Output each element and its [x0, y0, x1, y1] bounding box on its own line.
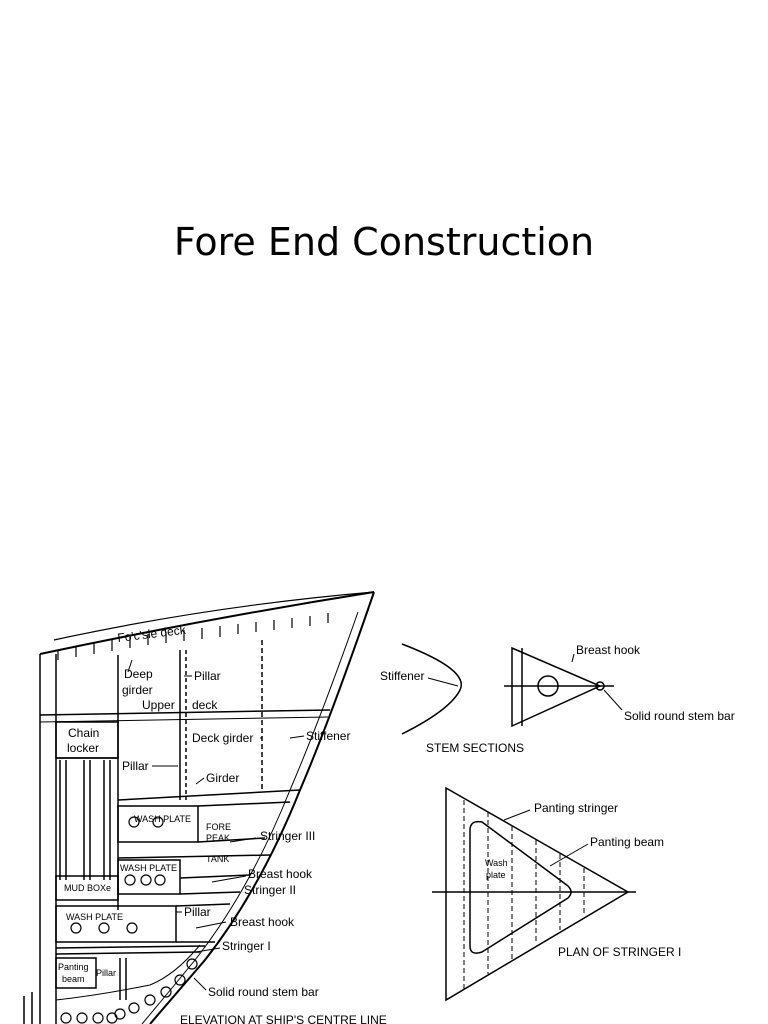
stem-sections-drawing: [401, 643, 623, 735]
upper-label: Upper: [142, 698, 175, 712]
chain-locker-label-1: Chain: [68, 726, 99, 740]
girder-label: Girder: [206, 771, 239, 785]
chain-locker-label-2: locker: [67, 741, 99, 755]
slide-title: Fore End Construction: [173, 220, 595, 264]
elevation-caption: ELEVATION AT SHIP'S CENTRE LINE: [180, 1013, 387, 1024]
plan-of-stringer-drawing: [432, 786, 636, 1002]
pillar-mid-label: Pillar: [122, 759, 149, 773]
stem-solid-round-stem-bar-label: Solid round stem bar: [624, 709, 735, 723]
panting-stringer-label: Panting stringer: [534, 801, 618, 815]
deck-label: deck: [192, 698, 218, 712]
deck-girder-label: Deck girder: [192, 731, 253, 745]
tank-label: TANK: [206, 854, 229, 864]
deep-girder-label-1: Deep: [124, 667, 153, 681]
pillar-low-label: Pillar: [184, 905, 211, 919]
plan-caption: PLAN OF STRINGER I: [558, 945, 681, 959]
wash-plate-plan-label-2: plate: [486, 870, 506, 880]
stem-sections-caption: STEM SECTIONS: [426, 741, 524, 755]
pillar-top-label: Pillar: [194, 669, 221, 683]
fore-peak-label-1: FORE: [206, 822, 231, 832]
stem-breast-hook-label: Breast hook: [576, 643, 641, 657]
wash-plate-plan-label-1: Wash: [485, 858, 508, 868]
elevation-drawing: [23, 591, 375, 1024]
wash-plate-lower-label: WASH PLATE: [66, 912, 123, 922]
mud-box-label: MUD BOXe: [64, 883, 111, 893]
wash-plate-mid-label: WASH PLATE: [120, 863, 177, 873]
stem-stiffener-label: Stiffener: [380, 669, 424, 683]
wash-plate-upper-label: WASH PLATE: [134, 814, 191, 824]
fore-peak-label-2: PEAK: [206, 833, 230, 843]
fore-end-diagram: Fo'c'sle deck Deep girder Pillar Upper d…: [23, 591, 735, 1024]
panting-beam-label-2: beam: [62, 974, 85, 984]
stringer-iii-label: Stringer III: [260, 829, 315, 843]
panting-beam-plan-label: Panting beam: [590, 835, 664, 849]
stringer-ii-label: Stringer II: [244, 883, 296, 897]
panting-beam-label-1: Panting: [58, 962, 89, 972]
breast-hook-upper-label: Breast hook: [248, 867, 313, 881]
deep-girder-label-2: girder: [122, 683, 153, 697]
stringer-i-label: Stringer I: [222, 939, 271, 953]
solid-round-stem-bar-label: Solid round stem bar: [208, 985, 319, 999]
pillar-bottom-label: Pillar: [96, 968, 116, 978]
stiffener-label: Stiffener: [306, 729, 350, 743]
breast-hook-lower-label: Breast hook: [230, 915, 295, 929]
focsle-deck-label: Fo'c'sle deck: [117, 623, 188, 645]
